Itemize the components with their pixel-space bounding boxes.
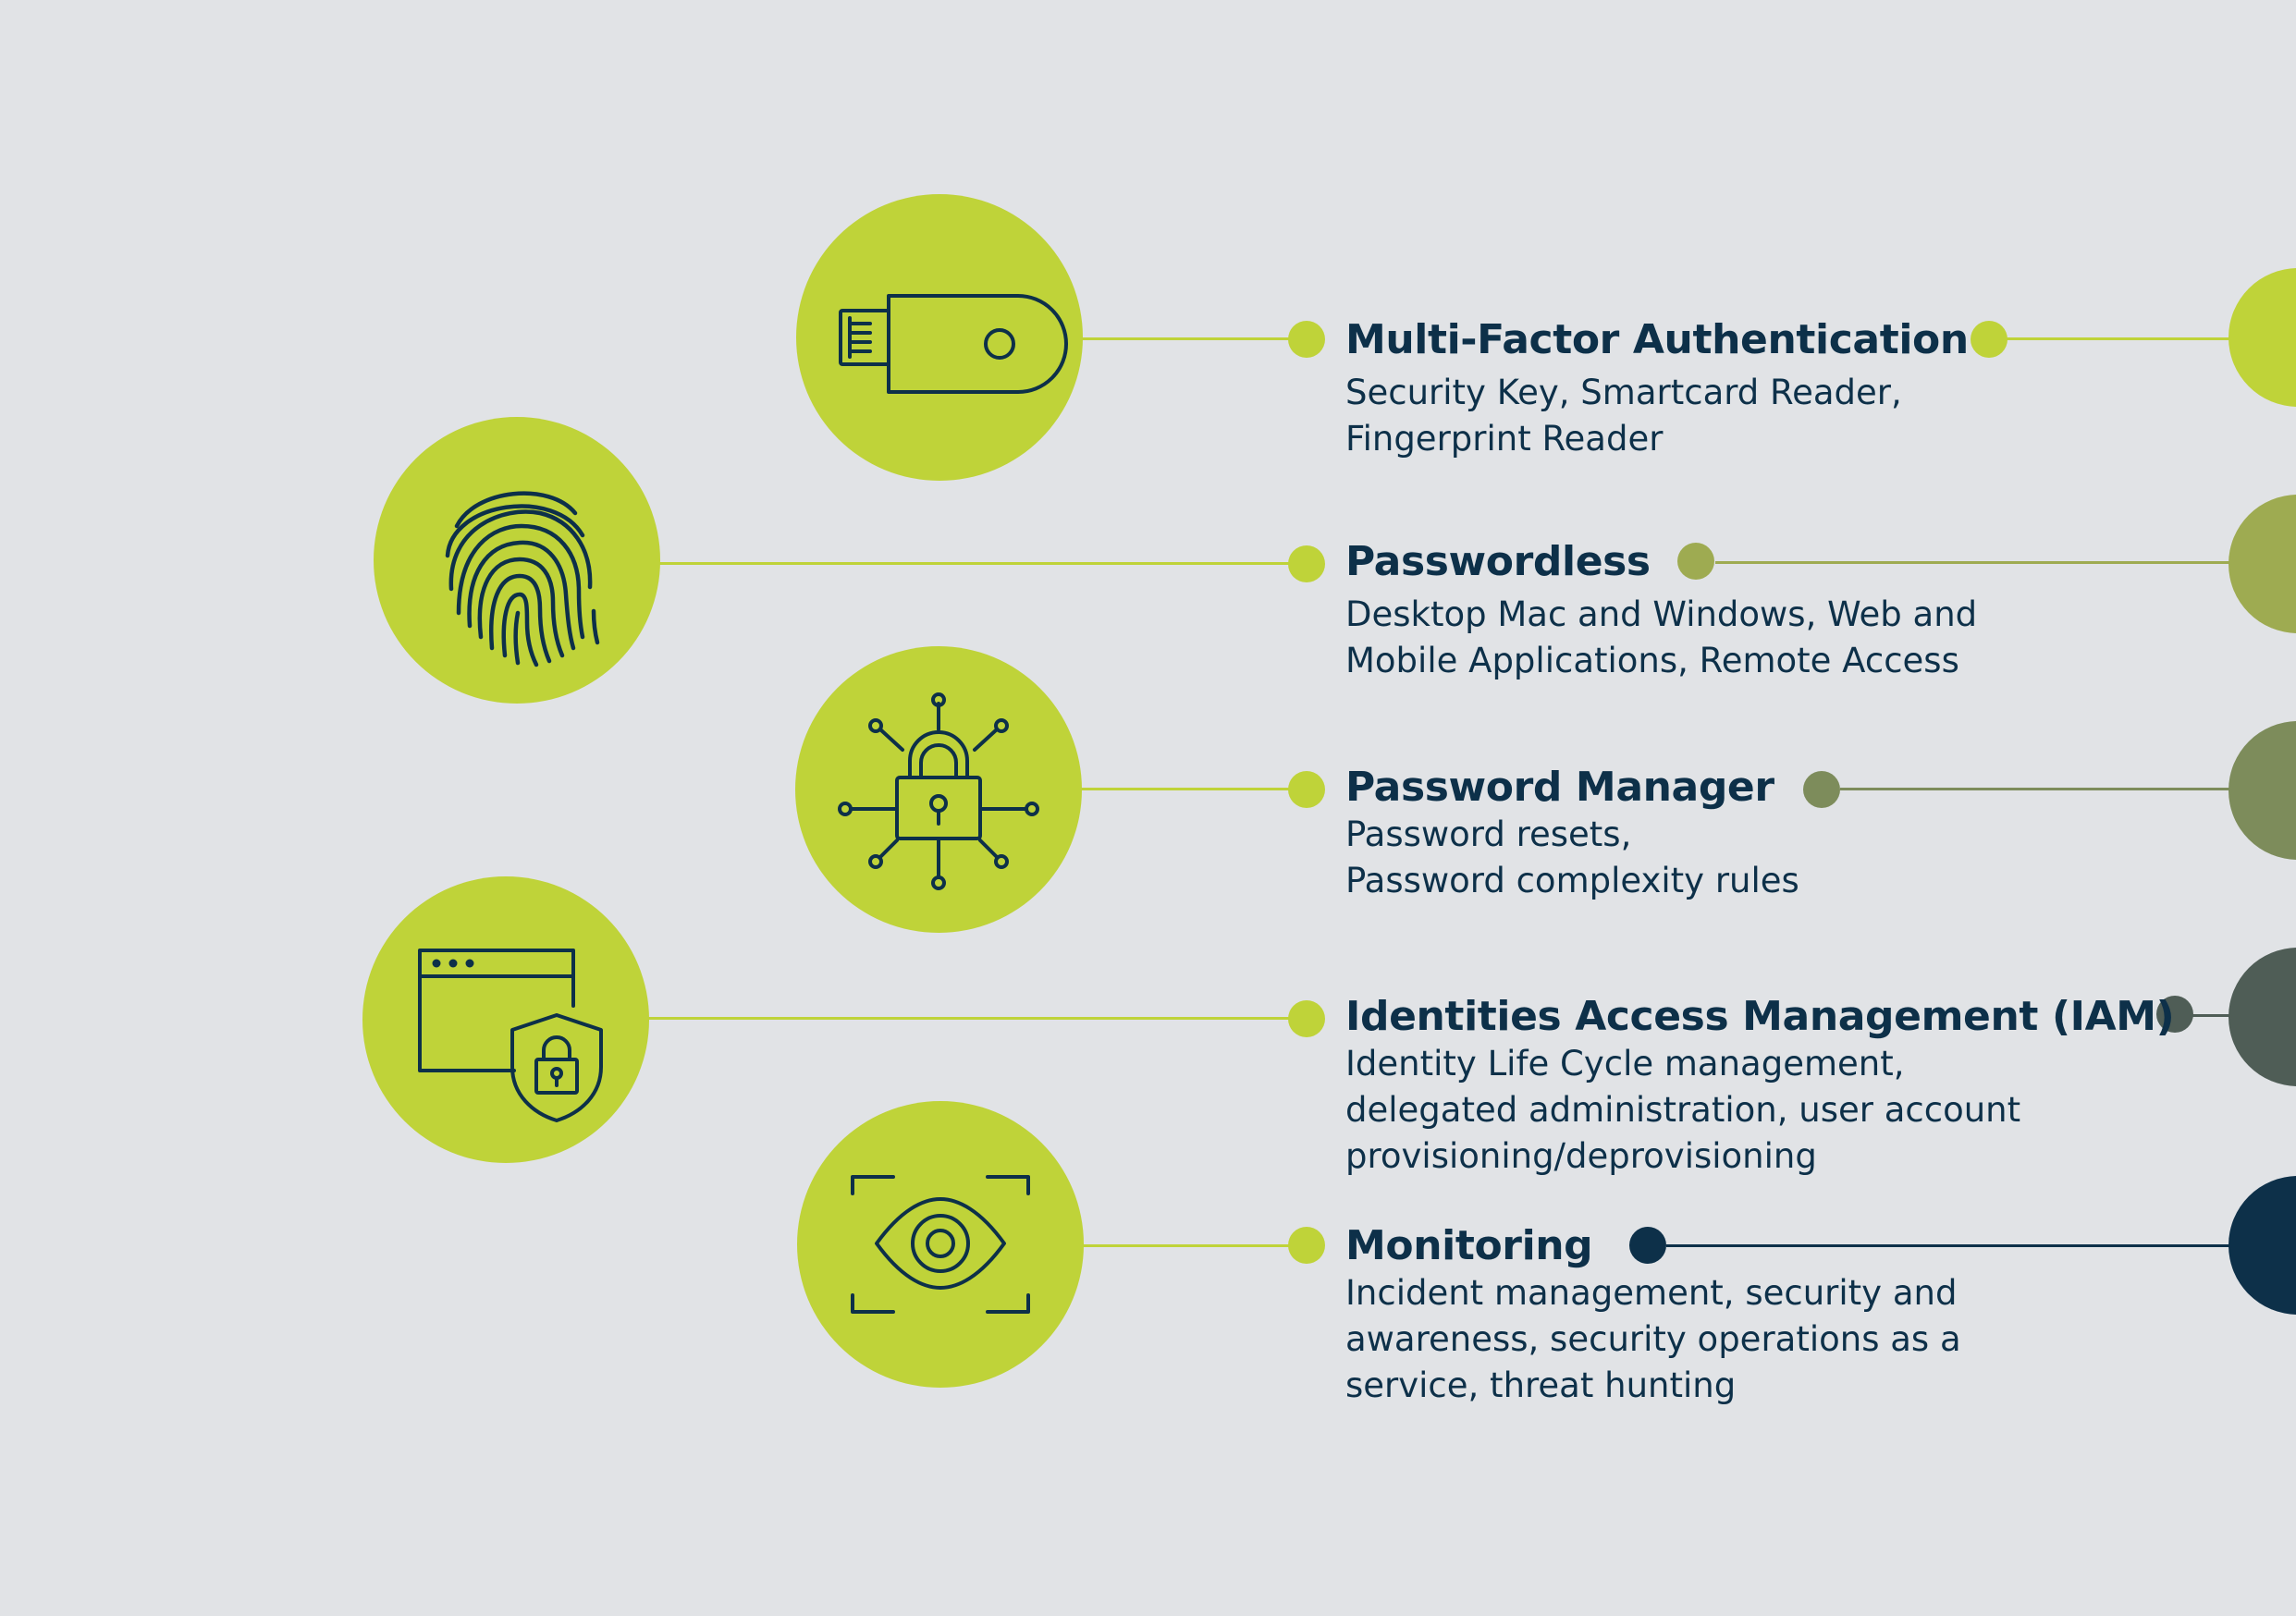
right-line-passwordless [1715,561,2270,564]
bullet-dot-mfa [1288,321,1325,358]
bullet-dot-iam [1288,1000,1325,1037]
service-block-monitoring: Monitoring Incident management, security… [1345,1222,1961,1409]
bullet-dot-monitoring [1288,1227,1325,1264]
connector-line-monitoring [1080,1244,1306,1247]
service-desc-line: Mobile Applications, Remote Access [1345,641,1959,680]
service-title-passwordless: Passwordless [1345,538,1651,585]
browser-shield-lock-icon [418,949,603,1122]
icon-circle-monitoring [797,1101,1084,1388]
right-dot-monitoring [1629,1227,1666,1264]
service-block-mfa: Multi-Factor Authentication Security Key… [1345,316,1969,462]
service-desc-line: Fingerprint Reader [1345,419,1664,459]
bullet-dot-password-manager [1288,771,1325,808]
service-desc-line: Password resets, [1345,814,1632,854]
right-dot-password-manager [1803,771,1840,808]
service-desc-line: Incident management, security and [1345,1273,1958,1313]
usb-security-key-icon [839,294,1068,394]
service-title-monitoring: Monitoring [1345,1222,1593,1269]
connector-line-mfa [1080,337,1306,340]
right-dot-passwordless [1677,543,1714,580]
service-desc-line: Security Key, Smartcard Reader, [1345,373,1902,412]
eye-scan-icon [851,1175,1030,1314]
right-dot-iam [2156,996,2193,1033]
service-desc-line: service, threat hunting [1345,1365,1737,1405]
service-desc-line: Desktop Mac and Windows, Web and [1345,594,1978,634]
connector-line-password-manager [1080,788,1306,790]
icon-circle-passwordless [374,417,660,704]
right-line-monitoring [1666,1244,2267,1247]
service-title-iam: Identities Access Management (IAM) [1345,993,2175,1040]
icon-circle-password-manager [795,646,1082,933]
service-desc-line: provisioning/deprovisioning [1345,1136,1817,1176]
service-desc-line: awareness, security operations as a [1345,1319,1961,1359]
right-line-mfa [2007,337,2284,340]
service-desc-line: delegated administration, user account [1345,1090,2021,1130]
service-title-password-manager: Password Manager [1345,764,1774,811]
right-line-password-manager [1840,788,2265,790]
right-dot-mfa [1971,321,2007,358]
service-block-passwordless: Passwordless Desktop Mac and Windows, We… [1345,538,1977,684]
connector-line-iam [647,1017,1306,1020]
service-title-mfa: Multi-Factor Authentication [1345,316,1969,363]
icon-circle-iam [362,876,649,1163]
icon-circle-mfa [796,194,1083,481]
service-block-password-manager: Password Manager Password resets, Passwo… [1345,764,1799,904]
service-desc-line: Password complexity rules [1345,861,1799,900]
service-block-iam: Identities Access Management (IAM) Ident… [1345,993,2175,1180]
network-padlock-icon [838,692,1039,890]
fingerprint-icon [445,491,600,667]
service-desc-line: Identity Life Cycle management, [1345,1044,1905,1083]
connector-line-passwordless [659,562,1306,565]
bullet-dot-passwordless [1288,545,1325,582]
